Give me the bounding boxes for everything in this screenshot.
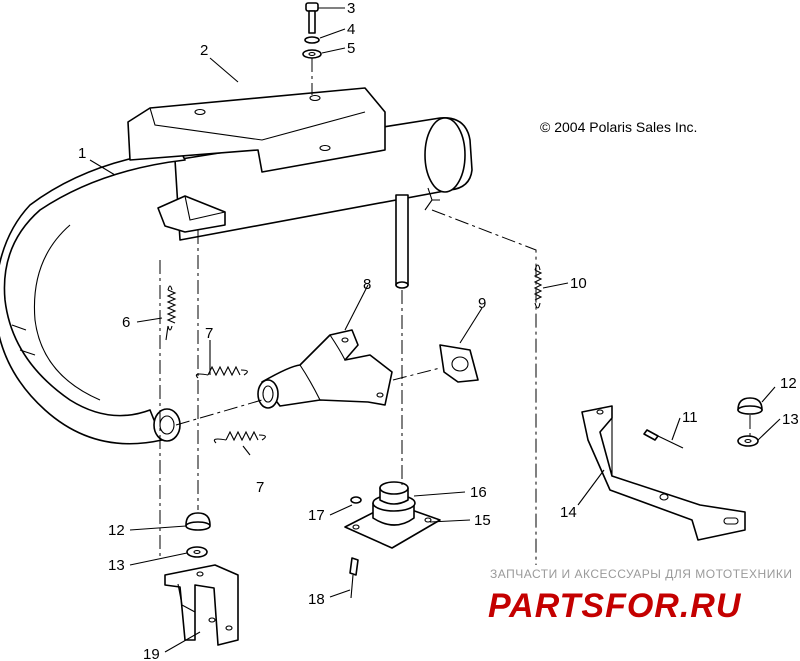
assembly-center-lines xyxy=(159,58,751,565)
callout-13-left: 13 xyxy=(108,557,125,574)
watermark: ЗАПЧАСТИ И АКСЕССУАРЫ ДЛЯ МОТОТЕХНИКИ PA… xyxy=(488,567,792,625)
watermark-tagline: ЗАПЧАСТИ И АКСЕССУАРЫ ДЛЯ МОТОТЕХНИКИ xyxy=(490,567,792,581)
callout-5: 5 xyxy=(347,40,355,57)
mount-rod xyxy=(395,194,409,289)
callout-16: 16 xyxy=(470,484,487,501)
callout-labels: 1 2 3 4 5 6 7 7 8 9 10 11 12 13 14 15 16… xyxy=(78,0,799,661)
callout-8: 8 xyxy=(363,276,371,293)
copyright-notice: © 2004 Polaris Sales Inc. xyxy=(540,119,697,135)
right-bumper-washer xyxy=(737,397,763,447)
callout-7-upper: 7 xyxy=(205,325,213,342)
callout-9: 9 xyxy=(478,295,486,312)
callout-7-lower: 7 xyxy=(256,479,264,496)
callout-4: 4 xyxy=(347,21,355,38)
callout-15: 15 xyxy=(474,512,491,529)
callout-6: 6 xyxy=(122,314,130,331)
callout-11: 11 xyxy=(682,409,698,426)
callout-18: 18 xyxy=(308,591,325,608)
screw-and-washers xyxy=(302,2,322,59)
grommet-mount xyxy=(344,481,441,599)
callout-3: 3 xyxy=(347,0,355,17)
callout-leaders xyxy=(89,7,781,653)
left-mount-bracket xyxy=(164,512,239,646)
gasket xyxy=(439,344,479,383)
callout-1: 1 xyxy=(78,145,86,162)
support-bracket xyxy=(581,405,746,541)
callout-10: 10 xyxy=(570,275,587,292)
callout-2: 2 xyxy=(200,42,208,59)
exhaust-manifold xyxy=(257,329,393,409)
callout-19: 19 xyxy=(143,646,160,661)
callout-12-left: 12 xyxy=(108,522,125,539)
watermark-brand: PARTSFOR.RU xyxy=(488,587,742,625)
callout-12-right: 12 xyxy=(780,375,797,392)
callout-13-right: 13 xyxy=(782,411,799,428)
springs xyxy=(165,264,543,444)
heat-shield xyxy=(127,87,386,173)
callout-14: 14 xyxy=(560,504,577,521)
callout-17: 17 xyxy=(308,507,325,524)
